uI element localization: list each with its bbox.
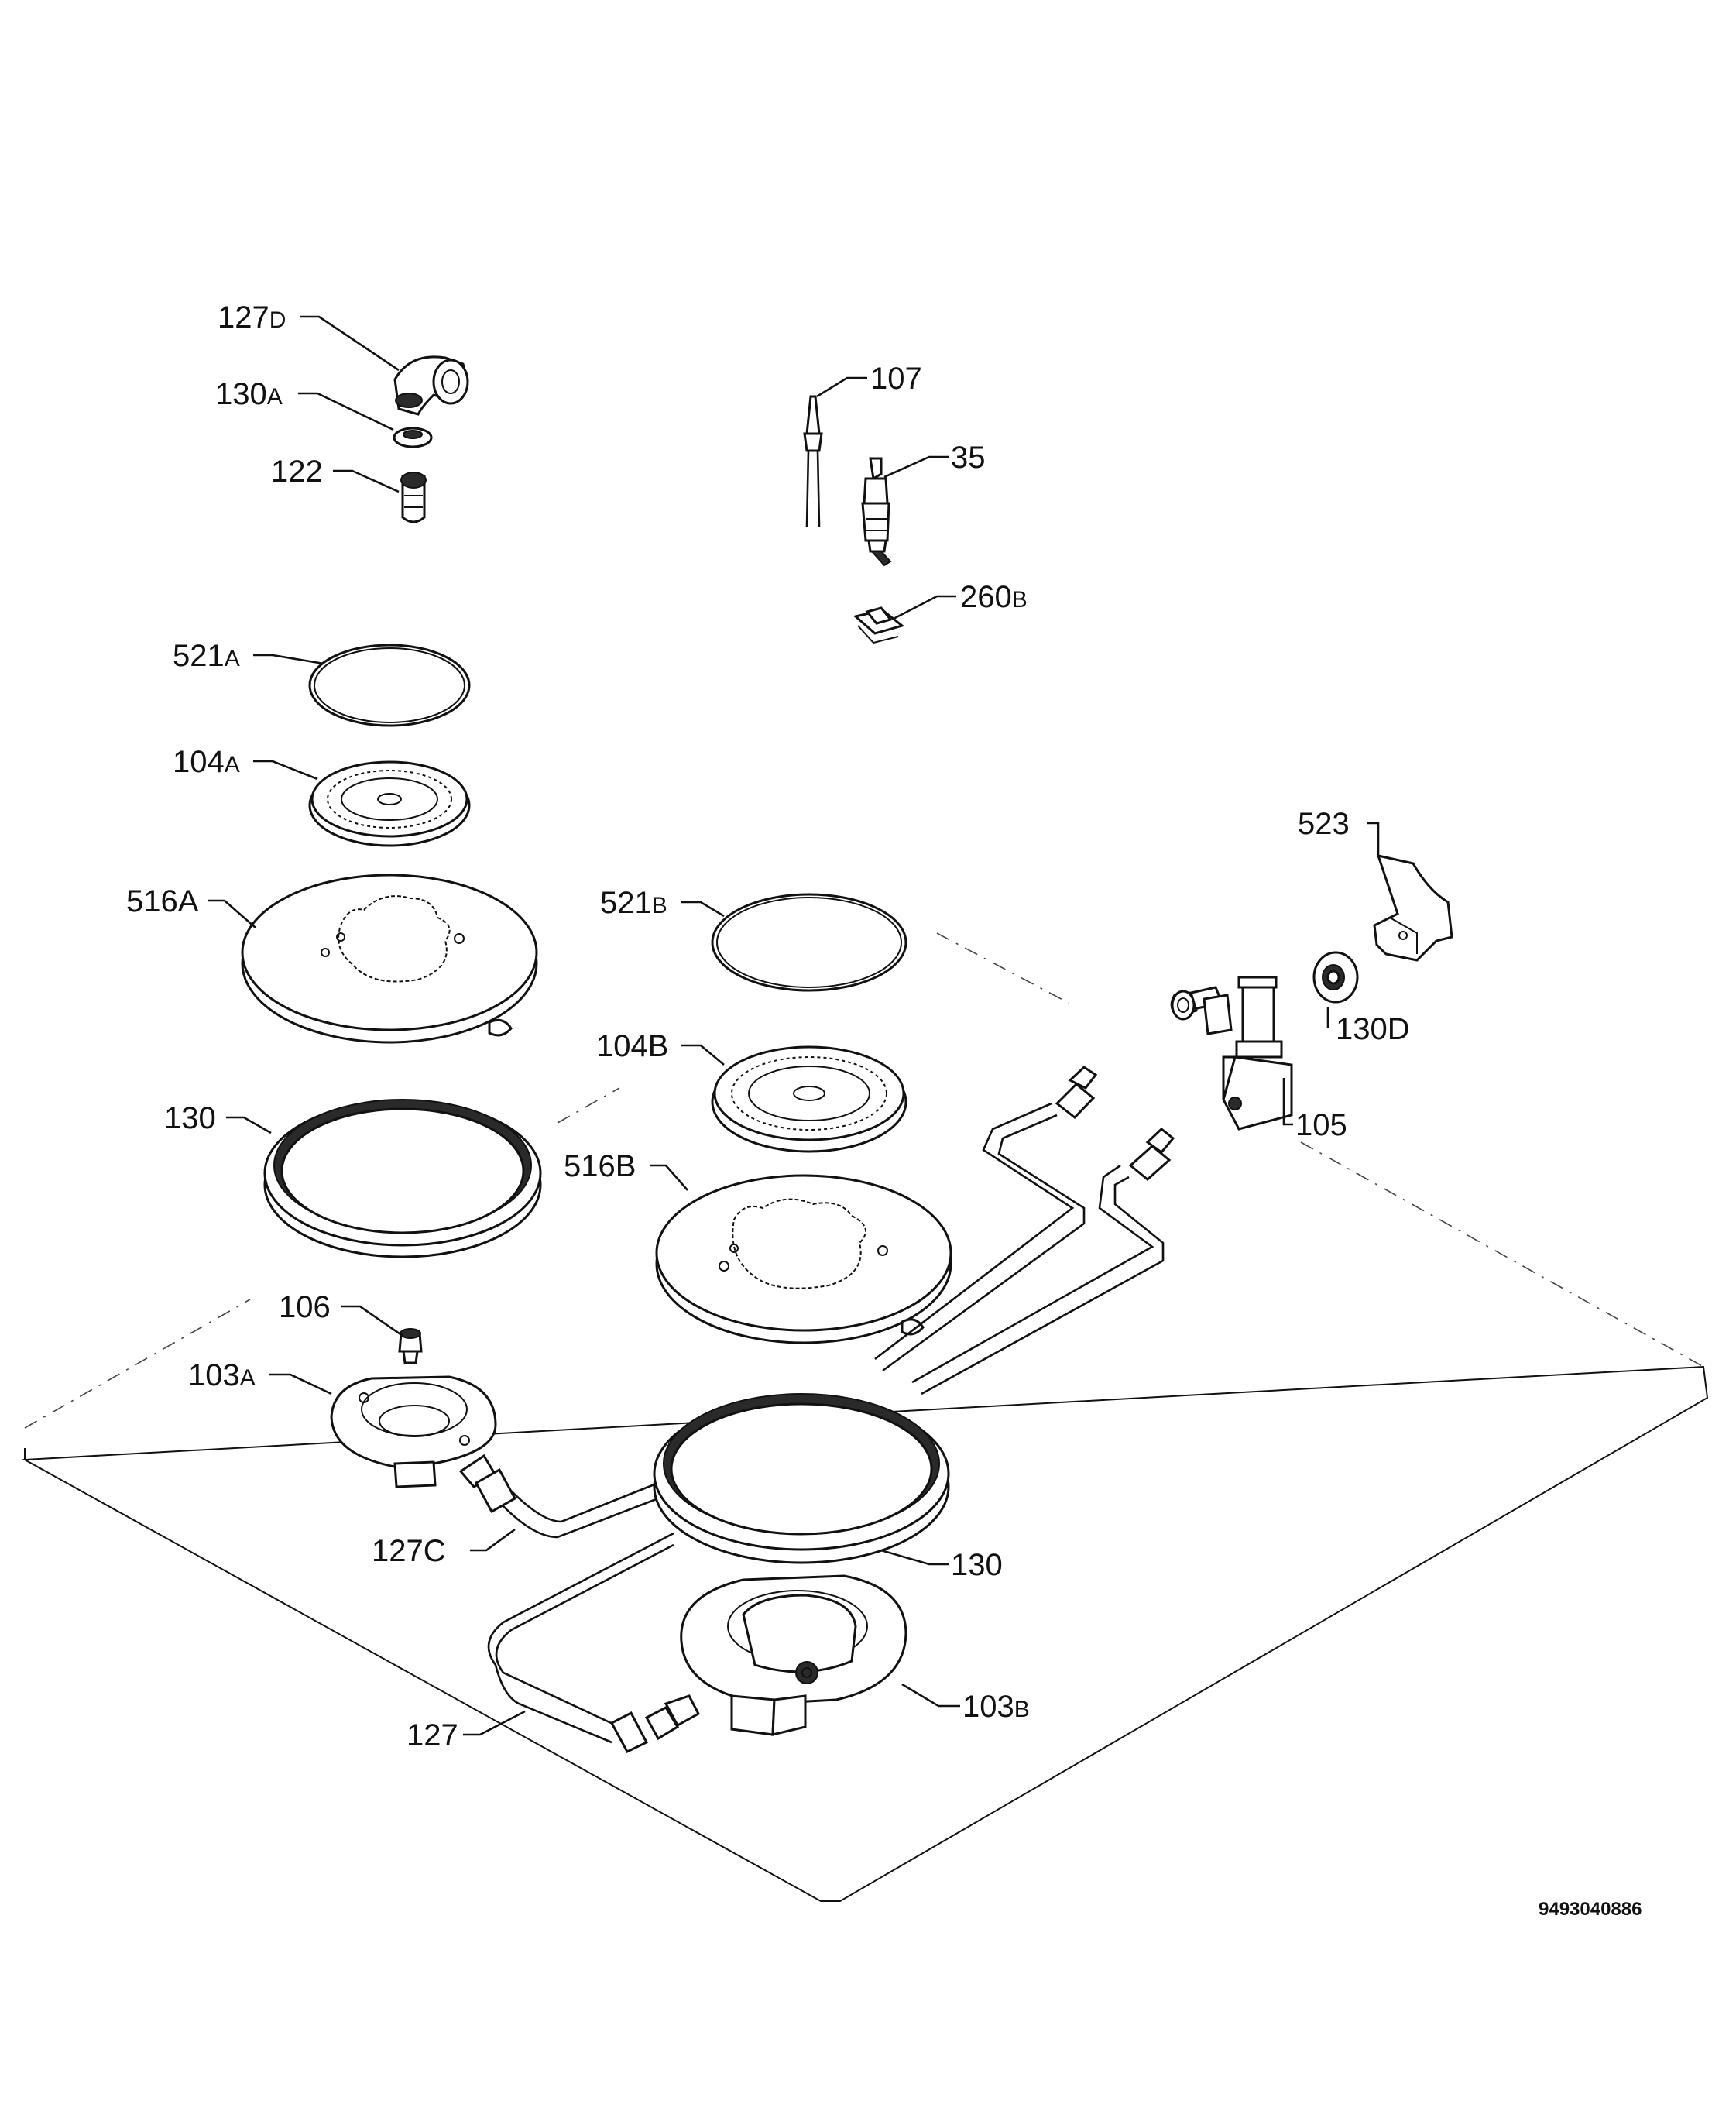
seal-130d — [1312, 951, 1359, 1004]
burner-base-103b — [680, 1574, 907, 1736]
label-103b: 103B — [962, 1690, 1030, 1724]
clip-260b — [853, 606, 905, 644]
gas-valve-105 — [1170, 976, 1293, 1131]
label-103a: 103A — [188, 1358, 256, 1392]
burner-cap-516a — [241, 874, 538, 1044]
hob-plate — [22, 932, 1709, 1902]
label-104a: 104A — [173, 745, 240, 779]
spark-electrode-35 — [861, 457, 892, 567]
label-521a: 521A — [173, 639, 240, 673]
gas-pipe-127c — [458, 1454, 659, 1539]
elbow-fitting-127d — [393, 355, 469, 416]
label-130-top: 130 — [164, 1101, 216, 1135]
label-260b: 260B — [960, 580, 1028, 614]
supply-pipes — [874, 1066, 1175, 1395]
burner-base-103a — [330, 1375, 497, 1488]
burner-head-104b — [711, 1045, 907, 1153]
injector-106 — [398, 1328, 423, 1364]
label-107: 107 — [870, 362, 922, 396]
label-130d: 130D — [1336, 1012, 1410, 1046]
part-labels: 127D 130A 122 107 35 260B 521A 104A 523 … — [126, 300, 1410, 1752]
label-35: 35 — [951, 441, 986, 475]
thermocouple-107 — [803, 395, 823, 527]
label-127d: 127D — [218, 300, 286, 335]
crown-ring-130-upper — [263, 1099, 542, 1258]
label-105: 105 — [1295, 1108, 1347, 1142]
label-516a: 516A — [126, 884, 199, 918]
label-521b: 521B — [600, 886, 667, 920]
label-127: 127 — [407, 1718, 458, 1752]
washer-130a — [393, 427, 433, 448]
ring-521a — [308, 644, 471, 727]
label-127c: 127C — [372, 1534, 446, 1568]
label-130a: 130A — [215, 377, 283, 411]
burner-cap-516b — [655, 1174, 952, 1344]
label-122: 122 — [271, 455, 323, 489]
label-523: 523 — [1298, 807, 1350, 841]
label-130-bottom: 130 — [951, 1548, 1003, 1582]
label-106: 106 — [279, 1290, 331, 1324]
bracket-523 — [1373, 853, 1453, 962]
document-id: 9493040886 — [1539, 1899, 1642, 1920]
label-516b: 516B — [564, 1149, 636, 1183]
crown-ring-130-lower — [653, 1393, 950, 1564]
ring-521b — [711, 893, 907, 992]
leader-lines — [208, 315, 1380, 1736]
label-104b: 104B — [596, 1029, 668, 1063]
injector-122 — [400, 472, 427, 523]
gas-pipe-127 — [487, 1532, 701, 1753]
burner-head-104a — [308, 760, 471, 847]
